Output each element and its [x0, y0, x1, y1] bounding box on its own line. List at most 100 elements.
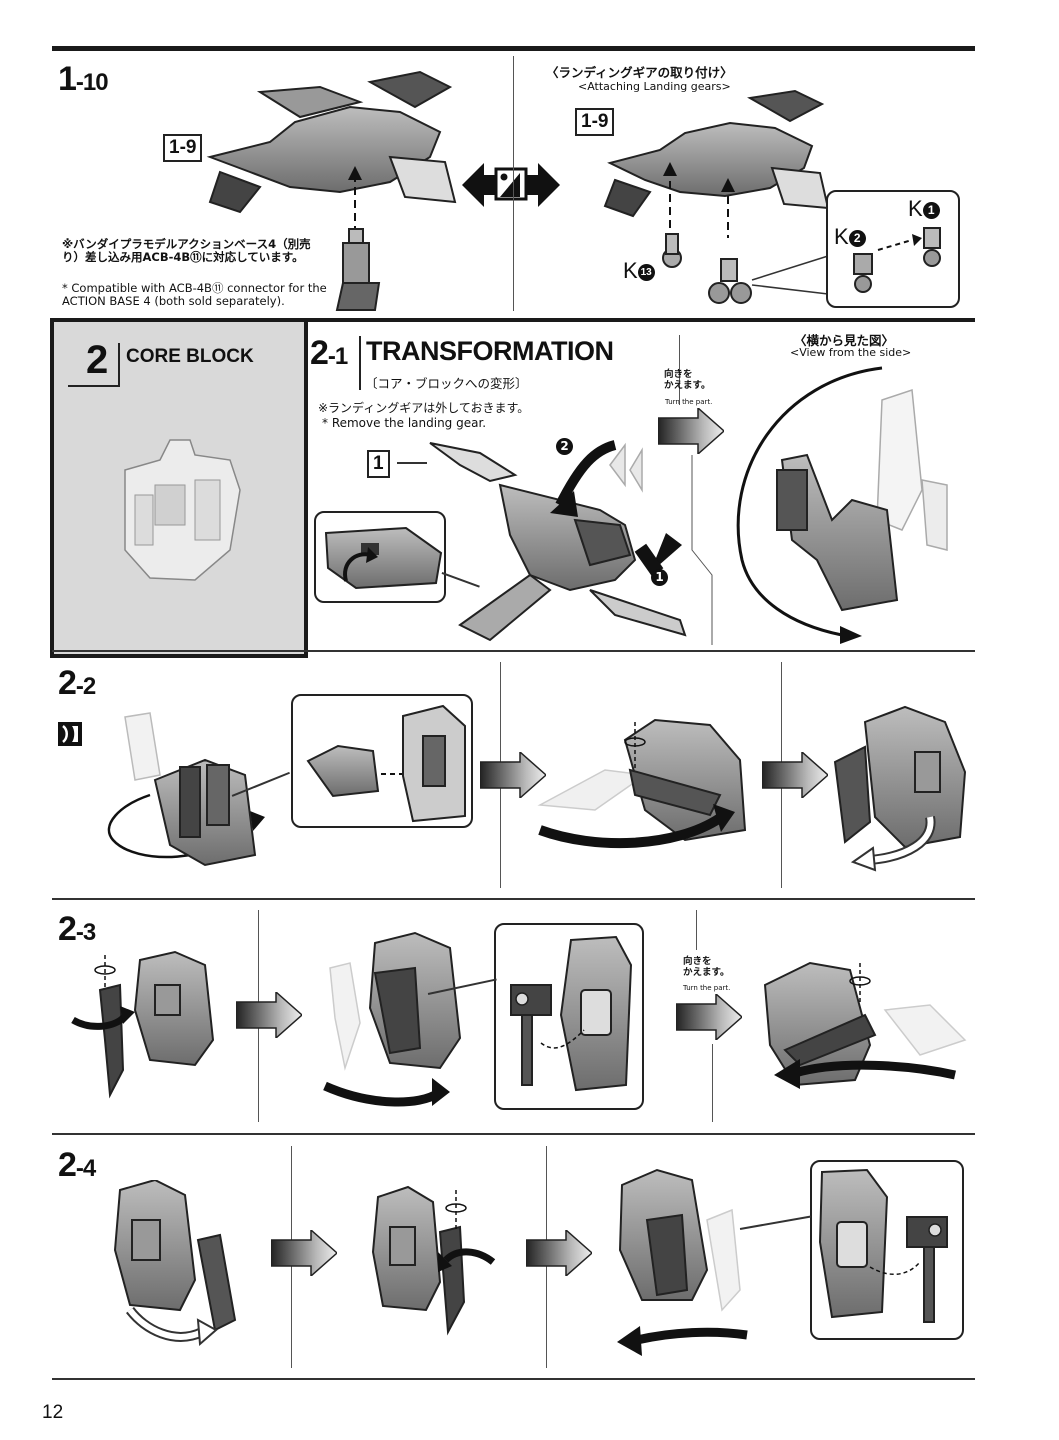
section-2-bottom-rule [52, 650, 975, 652]
step-number-small: -10 [75, 69, 109, 96]
bottom-rule [52, 1378, 975, 1380]
remove-gear-note-jp: ※ランディングギアは外しておきます。 [318, 401, 530, 415]
step-number-small: -1 [327, 343, 348, 370]
divider-2-1-a [679, 335, 680, 405]
part-k1-number: 1 [922, 201, 940, 219]
core-block-number-side [118, 343, 120, 387]
landing-gear-title-jp: 〈ランディングギアの取り付け〉 [546, 65, 733, 80]
inset-illustration [324, 526, 443, 590]
step-arrow-2-1 [658, 408, 724, 454]
action-step-1-marker: 1 [651, 569, 668, 586]
turn-jp-line1: 向きを [683, 956, 712, 967]
turn-jp-line1: 向きを [664, 369, 693, 380]
step-2-2-illustration-b [537, 718, 747, 849]
turn-label-2-3-en: Turn the part. [683, 984, 731, 992]
fighter-illustration-right [603, 89, 830, 238]
action-base-connector [335, 228, 381, 311]
divider-2-3-b [696, 910, 697, 950]
section-2-3-bottom-rule [52, 1133, 975, 1135]
section-2-2-bottom-rule [52, 898, 975, 900]
step-arrow-2-4-b [526, 1230, 592, 1276]
transformation-title-bar [359, 336, 361, 390]
step-arrow-2-2-b [762, 752, 828, 798]
step-2-3-illustration-a [71, 950, 215, 1099]
landing-gear-main [708, 258, 752, 304]
step-2-2-illustration-a [107, 712, 265, 867]
step-arrow-2-4-a [271, 1230, 337, 1276]
step-2-4-number: 2-4 [58, 1146, 96, 1185]
step-1-10-number: 1-10 [58, 60, 109, 99]
step-2-4-illustration-b [371, 1185, 496, 1336]
turn-label-2-3-jp: 向きを かえます。 [683, 956, 730, 978]
note-action-base-en: * Compatible with ACB-4B⑪ connector for … [62, 281, 327, 308]
turn-jp-line2: かえます。 [664, 380, 711, 391]
note-action-base-jp: ※バンダイプラモデルアクションベース4（別売り）差し込み用ACB-4B⑪に対応し… [62, 237, 311, 264]
ref-box-1-leader [397, 462, 427, 464]
core-block-title: CORE BLOCK [126, 346, 254, 367]
core-block-step-number: 2 [86, 338, 108, 382]
step-2-2-illustration-c [833, 705, 967, 872]
transform-detail-inset [314, 511, 446, 603]
step-2-4-illustration-a [113, 1180, 237, 1347]
ref-box-1-9-left: 1-9 [163, 134, 203, 162]
inset-2-3-illustration [510, 935, 633, 1092]
side-view-title-jp: 〈横から見た図〉 [794, 333, 895, 348]
part-k13-number: 13 [637, 263, 655, 281]
part-k13-letter: K [623, 258, 638, 283]
ref-box-1-9-right: 1-9 [575, 108, 615, 136]
swap-arrows-icon [462, 163, 560, 207]
landing-gear-title-en: <Attaching Landing gears> [578, 80, 731, 93]
section-2-top-rule [52, 318, 975, 322]
divider-2-1-b [691, 455, 713, 645]
step-2-3-detail-inset [494, 923, 644, 1110]
fighter-illustration-left [206, 70, 457, 232]
step-arrow-2-3-b [676, 994, 742, 1040]
page-number: 12 [42, 1402, 64, 1423]
transformation-title: TRANSFORMATION [366, 336, 614, 366]
step-2-3-illustration-b [323, 931, 462, 1107]
action-step-2-marker: 2 [556, 438, 573, 455]
turn-label-2-1-en: Turn the part. [665, 398, 713, 406]
fighter-transform-illustration [429, 440, 687, 642]
ref-box-1: 1 [367, 450, 390, 478]
step-number-big: 2 [58, 1146, 77, 1184]
detail-callout-lines [751, 255, 829, 295]
step-number-small: -3 [75, 919, 96, 946]
inset-2-2-illustration [306, 704, 466, 823]
step-2-3-number: 2-3 [58, 910, 96, 949]
core-block-illustration [124, 439, 241, 581]
step-2-1-number: 2-1 [310, 334, 348, 373]
part-k1-letter: K [908, 196, 923, 221]
landing-gear-k13 [662, 233, 682, 268]
step-number-big: 1 [58, 60, 77, 98]
part-k2-letter: K [834, 224, 849, 249]
divider-2-3-c [712, 1044, 713, 1122]
step-2-4-illustration-c [617, 1168, 748, 1356]
step-arrow-2-3-a [236, 992, 302, 1038]
side-view-title-en: <View from the side> [790, 346, 912, 359]
turn-jp-line2: かえます。 [683, 967, 730, 978]
step-2-4-detail-inset [810, 1160, 964, 1340]
step-number-small: -2 [75, 673, 96, 700]
side-view-illustration [736, 366, 948, 644]
remove-gear-note-en: * Remove the landing gear. [322, 416, 487, 430]
inset-2-4-illustration [818, 1168, 948, 1323]
step-arrow-2-2-a [480, 752, 546, 798]
core-block-number-underline [68, 385, 118, 387]
step-number-big: 2 [58, 910, 77, 948]
view-change-icon [58, 722, 82, 746]
step-number-big: 2 [310, 334, 329, 372]
step-2-2-number: 2-2 [58, 664, 96, 703]
step-2-3-illustration-c [763, 961, 967, 1089]
step-2-2-detail-inset [291, 694, 473, 828]
transformation-subtitle: 〔コア・ブロックへの変形〕 [365, 376, 528, 391]
divider-1-10 [513, 56, 514, 311]
top-rule [52, 46, 975, 51]
step-number-big: 2 [58, 664, 77, 702]
k-parts-assembly-icon [853, 227, 941, 293]
turn-label-2-1-jp: 向きを かえます。 [664, 369, 711, 391]
step-number-small: -4 [75, 1155, 96, 1182]
